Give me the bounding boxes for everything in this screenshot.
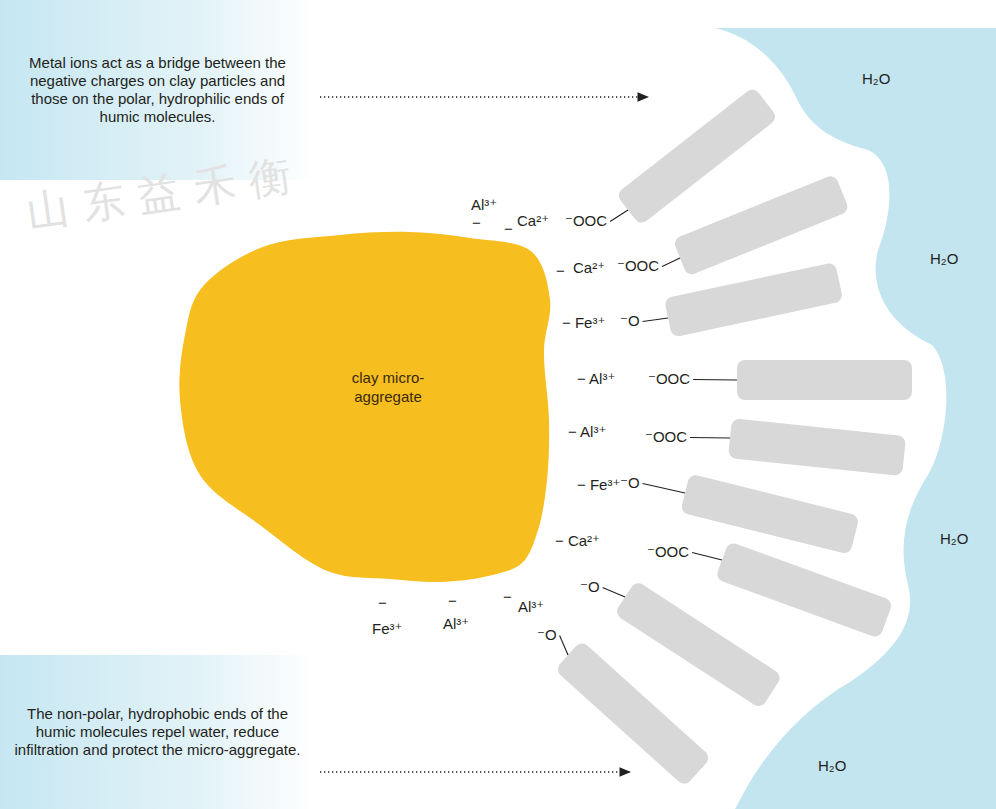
- leader-line: [692, 553, 722, 561]
- charge-sign: −: [378, 594, 387, 611]
- callout-box: Metal ions act as a bridge between the n…: [0, 0, 315, 180]
- leader-line: [693, 379, 737, 381]
- charge-sign: −: [448, 592, 457, 609]
- humic-molecule: [715, 541, 893, 638]
- oxygen-group: ⁻O: [580, 578, 600, 595]
- oxygen-group: ⁻O: [537, 626, 557, 643]
- charge-sign: −: [504, 220, 513, 237]
- leader-line: [560, 636, 568, 656]
- callout-text: The non-polar, hydrophobic ends of the h…: [14, 705, 301, 759]
- clay-label-area: clay micro-aggregate: [318, 368, 458, 410]
- ion-label: − Al³⁺: [568, 423, 606, 440]
- callout-arrow: [320, 771, 630, 772]
- ion-label: Ca²⁺: [573, 259, 605, 276]
- ion-label: Al³⁺: [443, 615, 469, 632]
- humic-molecule: [616, 86, 779, 225]
- humic-molecule: [555, 640, 712, 787]
- leader-line: [643, 484, 685, 494]
- ion-label: Al³⁺: [518, 598, 544, 615]
- leader-line: [690, 437, 730, 439]
- water-label: H₂O: [930, 250, 958, 267]
- ion-label: Al³⁺: [471, 196, 497, 213]
- humic-molecule: [728, 418, 906, 476]
- ion-label: − Ca²⁺: [555, 532, 600, 549]
- oxygen-group: ⁻O: [620, 474, 640, 491]
- humic-molecule: [680, 474, 859, 555]
- callout-text: Metal ions act as a bridge between the n…: [14, 54, 301, 126]
- humic-molecule: [673, 174, 850, 277]
- humic-molecule: [737, 360, 912, 400]
- charge-sign: −: [472, 214, 481, 231]
- ion-label: Fe³⁺: [372, 620, 402, 637]
- ion-label: Ca²⁺: [517, 212, 549, 229]
- carboxyl-group: ⁻OOC: [617, 257, 659, 274]
- water-label: H₂O: [862, 70, 890, 87]
- leader-line: [603, 588, 625, 598]
- humic-molecule: [664, 262, 843, 338]
- ion-label: − Al³⁺: [577, 370, 615, 387]
- callout-arrow: [320, 96, 648, 97]
- carboxyl-group: ⁻OOC: [648, 370, 690, 387]
- charge-sign: −: [503, 588, 512, 605]
- carboxyl-group: ⁻OOC: [645, 428, 687, 445]
- leader-line: [662, 258, 680, 267]
- humic-molecule: [614, 580, 783, 709]
- ion-label: − Fe³⁺: [562, 314, 605, 331]
- oxygen-group: ⁻O: [620, 312, 640, 329]
- leader-lines: [560, 210, 737, 655]
- water-label: H₂O: [940, 530, 968, 547]
- leader-line: [610, 210, 628, 222]
- water-label: H₂O: [818, 757, 846, 774]
- shape-label: clay micro-aggregate: [318, 368, 458, 406]
- ion-label: − Fe³⁺: [577, 476, 620, 493]
- humic-molecules: [555, 86, 912, 786]
- carboxyl-group: ⁻OOC: [647, 543, 689, 560]
- callout-box: The non-polar, hydrophobic ends of the h…: [0, 655, 315, 809]
- charge-sign: −: [556, 262, 565, 279]
- carboxyl-group: ⁻OOC: [565, 212, 607, 229]
- leader-line: [643, 318, 668, 322]
- clay-aggregate: [179, 232, 550, 582]
